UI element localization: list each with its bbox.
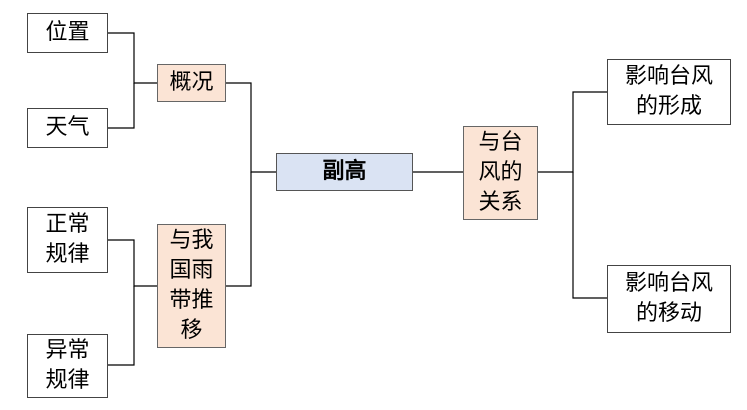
connector-weather — [108, 83, 135, 129]
node-abnormal-pattern: 异常 规律 — [27, 334, 108, 398]
node-rainband: 与我 国雨 带推 移 — [157, 224, 226, 348]
node-typhoon-movement-label: 影响台风 的移动 — [624, 271, 713, 326]
node-normal-pattern: 正常 规律 — [27, 207, 108, 273]
node-typhoon-formation: 影响台风 的形成 — [607, 59, 731, 125]
node-abnormal-pattern-label: 异常 规律 — [45, 338, 90, 393]
node-overview: 概况 — [157, 64, 226, 102]
node-rainband-label: 与我 国雨 带推 移 — [169, 228, 214, 343]
connector-normal — [108, 239, 157, 287]
connector-rainband-center — [226, 172, 252, 287]
node-typhoon-movement: 影响台风 的移动 — [607, 265, 731, 333]
node-subtropical-high-label: 副高 — [322, 159, 367, 184]
node-subtropical-high: 副高 — [276, 153, 413, 191]
node-overview-label: 概况 — [169, 70, 214, 95]
connector-position — [108, 32, 157, 84]
node-normal-pattern-label: 正常 规律 — [45, 212, 90, 267]
node-position: 位置 — [27, 13, 108, 53]
node-position-label: 位置 — [45, 20, 90, 45]
node-weather: 天气 — [27, 108, 108, 148]
connector-typhoon-formation — [538, 91, 607, 173]
node-typhoon-relation-label: 与台 风的 关系 — [478, 130, 523, 215]
connector-overview-center — [226, 82, 276, 173]
node-typhoon-formation-label: 影响台风 的形成 — [624, 64, 713, 119]
connector-typhoon-movement — [572, 172, 607, 299]
connector-abnormal — [108, 286, 135, 366]
node-typhoon-relation: 与台 风的 关系 — [463, 126, 538, 220]
node-weather-label: 天气 — [45, 115, 90, 140]
